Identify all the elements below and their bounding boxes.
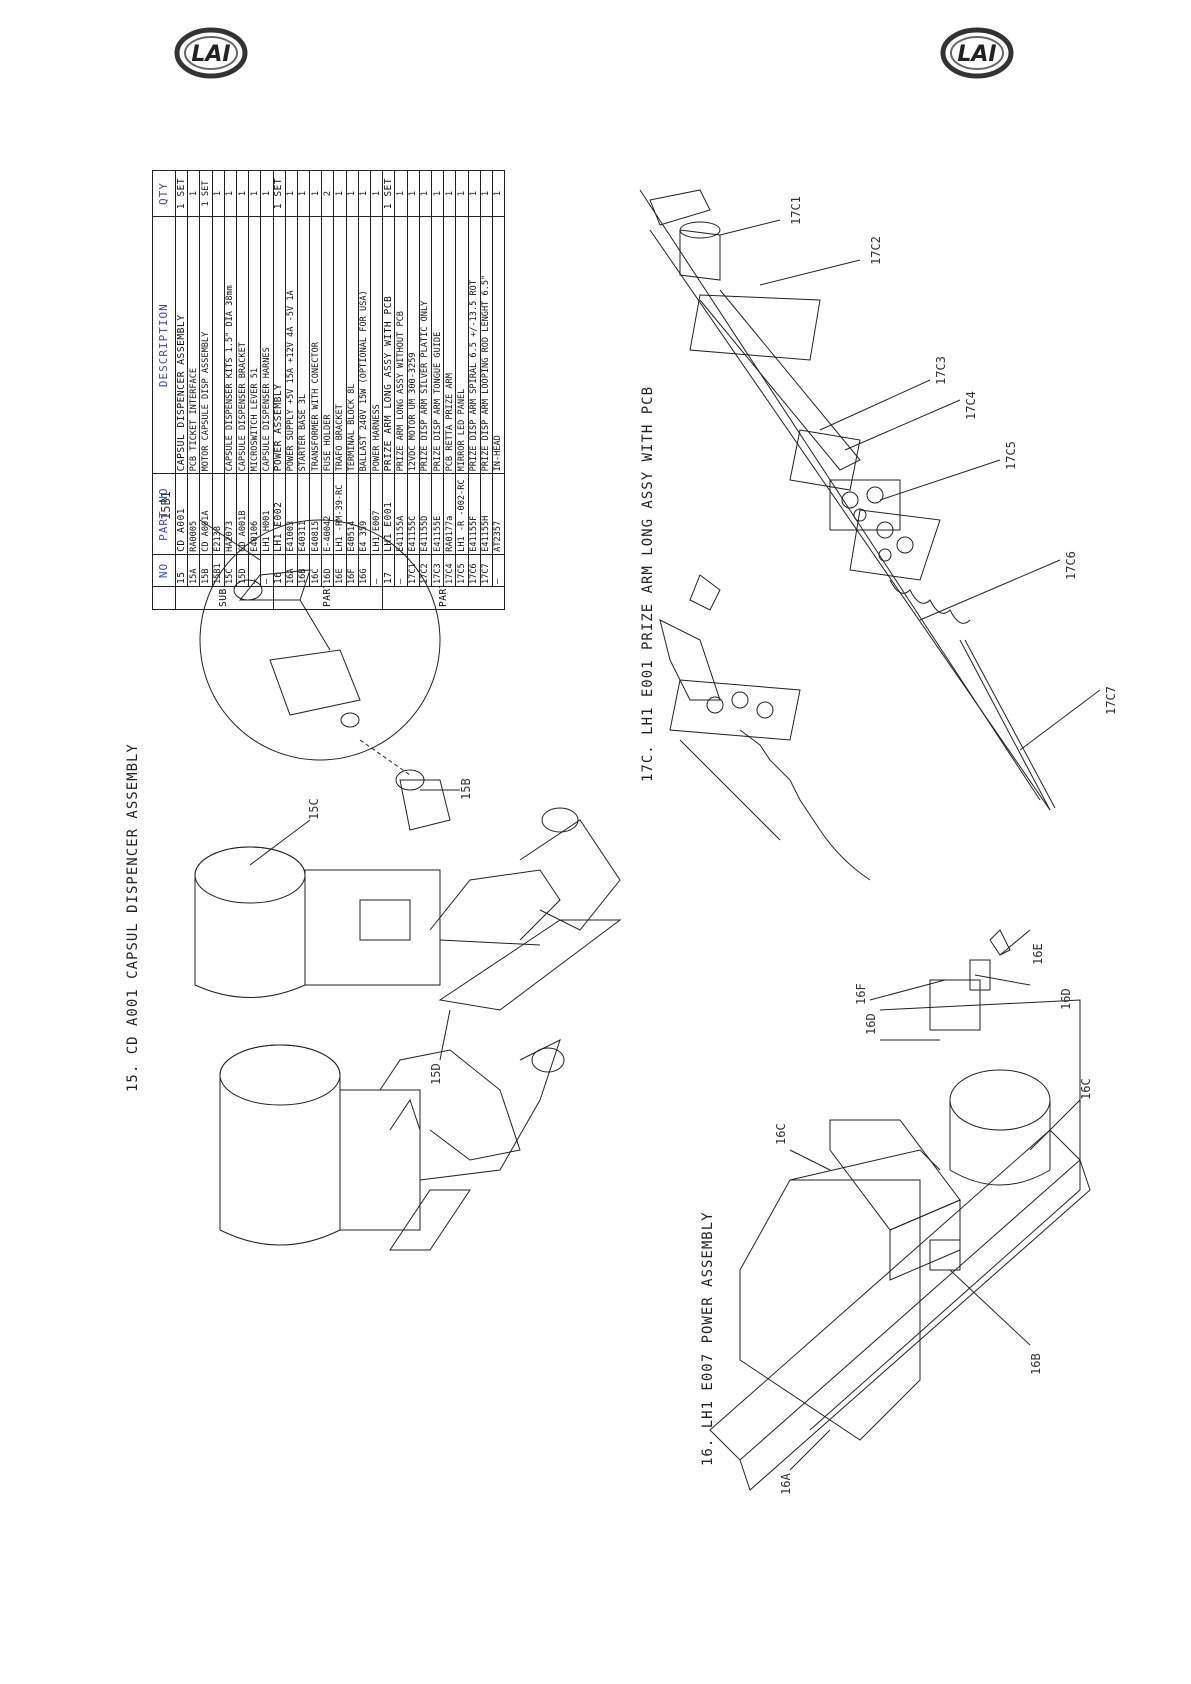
callout-17C7: 17C7 [1104,686,1118,715]
callout-17C5: 17C5 [1004,441,1018,470]
callout-15C: 15C [307,798,321,820]
callout-17C1: 17C1 [789,196,803,225]
svg-text:LAI: LAI [191,42,230,67]
prize-arm-exploded-drawing [639,189,1056,811]
callout-16D-right: 16D [1059,988,1073,1010]
capsule-dispenser-assembled-drawing [219,1039,565,1251]
callout-16D-left: 16D [864,1013,878,1035]
callout-17C6: 17C6 [1064,551,1078,580]
callout-15B1: 15B1 [159,491,173,520]
svg-text:LAI: LAI [957,42,996,67]
callout-16C-left: 16C [774,1123,788,1145]
callout-16B: 16B [1029,1353,1043,1375]
callout-16E: 16E [1031,943,1045,965]
callout-16C-right: 16C [1079,1078,1093,1100]
capsule-dispenser-exploded-drawing [194,769,622,1011]
callout-16F: 16F [854,983,868,1005]
callout-16A: 16A [779,1473,793,1495]
lai-logo: LAI [174,27,248,79]
callout-labels: 15B1 15B 15C 15D 17C1 17C2 17C3 17C4 17C… [159,196,1118,1495]
callout-17C3: 17C3 [934,356,948,385]
callout-15D: 15D [429,1063,443,1085]
power-assembly-drawing [709,929,1091,1491]
callout-17C2: 17C2 [869,236,883,265]
callout-15B: 15B [459,778,473,800]
motor-detail-circle [199,519,441,761]
callout-17C4: 17C4 [964,391,978,420]
lai-logo: LAI [940,27,1014,79]
prize-arm-assembled-drawing [659,574,871,881]
